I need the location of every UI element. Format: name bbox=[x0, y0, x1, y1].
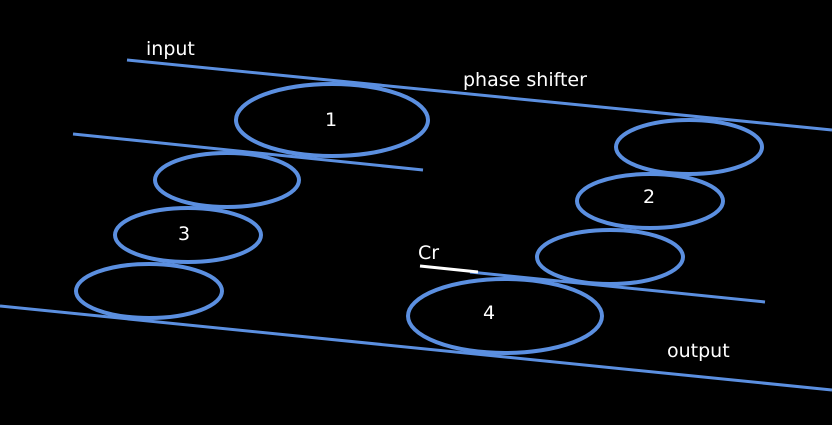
ring-3-label: 3 bbox=[178, 223, 190, 245]
ring-3 bbox=[113, 206, 263, 264]
input-label: input bbox=[146, 38, 195, 60]
ring-2-label: 2 bbox=[643, 186, 655, 208]
left-mid-waveguide bbox=[72, 132, 424, 172]
bottom-bus-waveguide bbox=[0, 304, 832, 392]
ring-right-top bbox=[614, 118, 764, 176]
cr-label: Cr bbox=[418, 242, 439, 264]
cr-waveguide-segment bbox=[419, 264, 479, 274]
top-bus-waveguide bbox=[126, 58, 832, 132]
ring-left-a bbox=[153, 151, 301, 209]
ring-1-label: 1 bbox=[325, 109, 337, 131]
ring-right-bottom bbox=[535, 228, 685, 286]
ring-4 bbox=[406, 277, 604, 355]
ring-1 bbox=[234, 82, 430, 158]
ring-left-c bbox=[74, 262, 224, 320]
output-label: output bbox=[667, 340, 730, 362]
right-mid-waveguide bbox=[469, 270, 766, 304]
ring-4-label: 4 bbox=[483, 302, 495, 324]
phase-shifter-label: phase shifter bbox=[463, 69, 587, 91]
ring-2 bbox=[575, 172, 725, 230]
